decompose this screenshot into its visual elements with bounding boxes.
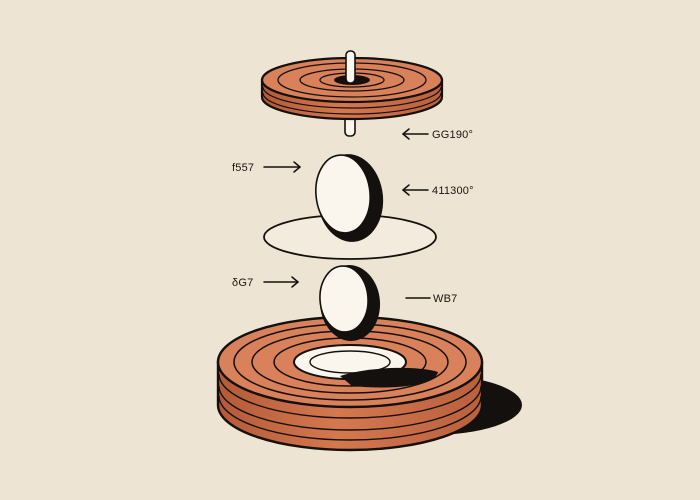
upper-egg bbox=[315, 154, 384, 242]
upper-egg-highlight bbox=[315, 154, 371, 234]
base-bowl-inner-shadow bbox=[340, 367, 438, 388]
label-upper-right: 411300° bbox=[432, 185, 474, 197]
callout-arrows bbox=[263, 128, 431, 299]
lower-egg bbox=[319, 265, 381, 341]
base-bowl bbox=[216, 315, 522, 452]
arrow-right-icon bbox=[263, 161, 301, 173]
label-lower-left: δG7 bbox=[232, 277, 254, 289]
label-lower-right: WB7 bbox=[433, 293, 458, 305]
top-disc bbox=[260, 56, 444, 121]
label-upper-left: f557 bbox=[232, 162, 255, 174]
arrow-left-icon bbox=[402, 184, 429, 196]
label-top-disc: GG190° bbox=[432, 129, 474, 141]
arrow-left-icon bbox=[402, 128, 429, 140]
lower-egg-highlight bbox=[319, 265, 369, 333]
arrow-right-icon bbox=[263, 276, 299, 288]
top-disc-side-grooves bbox=[262, 86, 442, 115]
base-bowl-well-inner bbox=[309, 350, 391, 374]
base-bowl-side-grooves bbox=[218, 373, 482, 441]
spindle-upper bbox=[345, 50, 356, 84]
